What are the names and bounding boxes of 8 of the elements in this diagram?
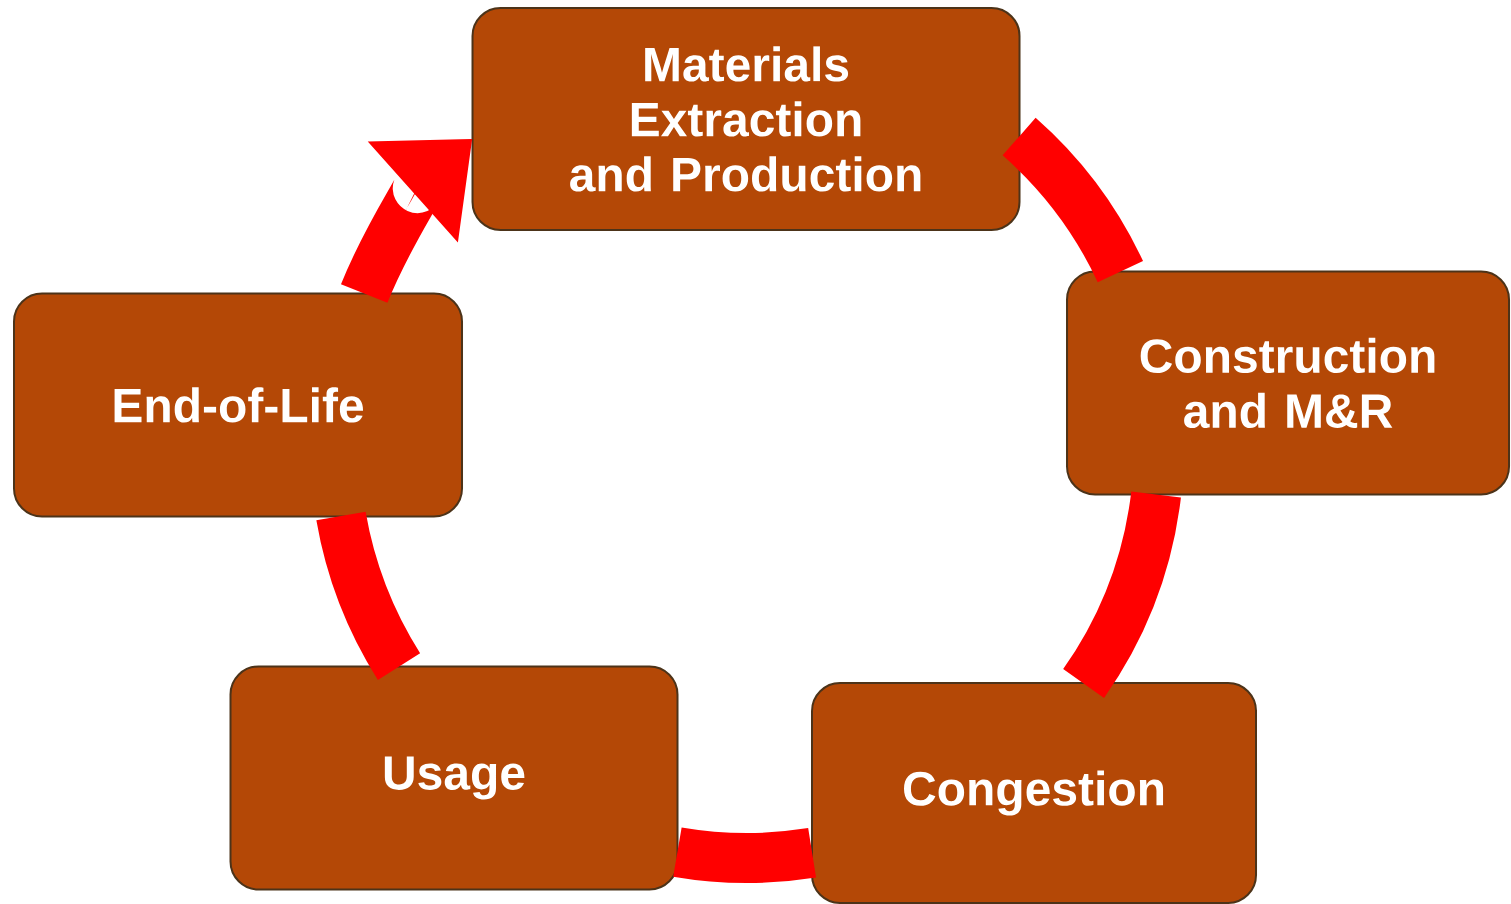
process-box: Construction and M&R — [1066, 270, 1511, 496]
process-box: Congestion — [811, 682, 1257, 904]
connector — [1002, 118, 1143, 283]
connector — [316, 511, 421, 680]
process-box: Materials Extraction and Production — [471, 7, 1021, 231]
process-box: End-of-Life — [13, 292, 463, 518]
process-box: Usage — [229, 665, 679, 891]
connector — [673, 827, 816, 883]
